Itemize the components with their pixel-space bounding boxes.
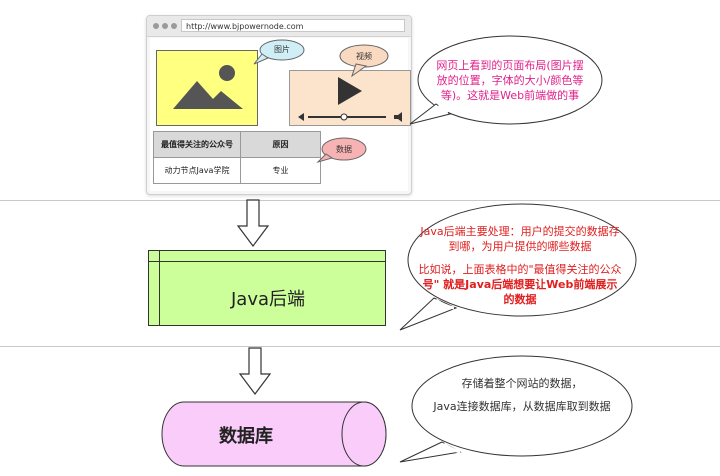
callout-line: 网页上看到的页面布局(图片摆 (436, 59, 584, 72)
video-bubble-label: 视频 (356, 52, 372, 61)
callout-line: 比如说，上面表格中的"最值得关注的公众 (418, 263, 622, 276)
database-cylinder (161, 401, 387, 467)
data-bubble-label: 数据 (336, 145, 352, 154)
address-bar[interactable]: http://www.bjpowernode.com (181, 19, 405, 32)
down-arrow-icon (238, 347, 272, 395)
callout-line: 到哪，为用户提供的哪些数据 (448, 240, 592, 253)
down-arrow-icon (236, 199, 270, 247)
table-row: 动力节点Java学院 专业 (153, 157, 321, 184)
callout-line: 存储着整个网站的数据， (461, 377, 583, 390)
database-label: 数据库 (219, 426, 273, 447)
image-placeholder (156, 50, 258, 126)
window-dot-icon (162, 23, 168, 29)
image-bubble (253, 39, 305, 65)
image-bubble-label: 图片 (274, 45, 290, 54)
table-header-cell: 最值得关注的公众号 (153, 131, 241, 158)
table-header-row: 最值得关注的公众号 原因 (153, 131, 321, 158)
callout-line: 等)。这就是Web前端做的事 (440, 89, 580, 102)
callout-line: 放的位置，字体的大小/颜色等 (436, 74, 584, 87)
play-icon (298, 77, 402, 122)
window-dot-icon (153, 23, 159, 29)
table-header-cell: 原因 (240, 131, 321, 158)
database-callout-text: 存储着整个网站的数据， Java连接数据库，从数据库取到数据 (412, 376, 632, 414)
video-player (289, 70, 411, 126)
backend-callout-bubble (399, 203, 637, 331)
data-bubble (316, 137, 367, 164)
java-backend-label: Java后端 (230, 289, 306, 310)
box-inner-line (149, 261, 385, 262)
window-dot-icon (171, 23, 177, 29)
landscape-icon (173, 65, 243, 109)
divider-top (0, 200, 720, 201)
browser-toolbar: http://www.bjpowernode.com (147, 16, 411, 37)
divider-bottom (0, 346, 720, 347)
java-backend-box: Java后端 (148, 250, 386, 326)
table-cell: 专业 (240, 157, 321, 184)
backend-callout-text: Java后端主要处理：用户的提交的数据存 到哪，为用户提供的哪些数据 比如说，上… (400, 224, 640, 307)
frontend-callout-bubble (409, 35, 603, 125)
database-callout-bubble (399, 355, 633, 463)
data-table: 最值得关注的公众号 原因 动力节点Java学院 专业 (153, 131, 321, 184)
box-inner-line (159, 251, 160, 325)
callout-line: Java后端主要处理：用户的提交的数据存 (420, 225, 620, 238)
frontend-callout-text: 网页上看到的页面布局(图片摆 放的位置，字体的大小/颜色等 等)。这就是Web前… (420, 58, 600, 103)
callout-line: 的数据 (503, 293, 537, 306)
video-bubble (339, 44, 389, 78)
callout-line: 号" 就是Java后端想要让Web前端展示 (422, 278, 618, 291)
callout-line: Java连接数据库，从数据库取到数据 (433, 400, 611, 413)
table-cell: 动力节点Java学院 (153, 157, 241, 184)
